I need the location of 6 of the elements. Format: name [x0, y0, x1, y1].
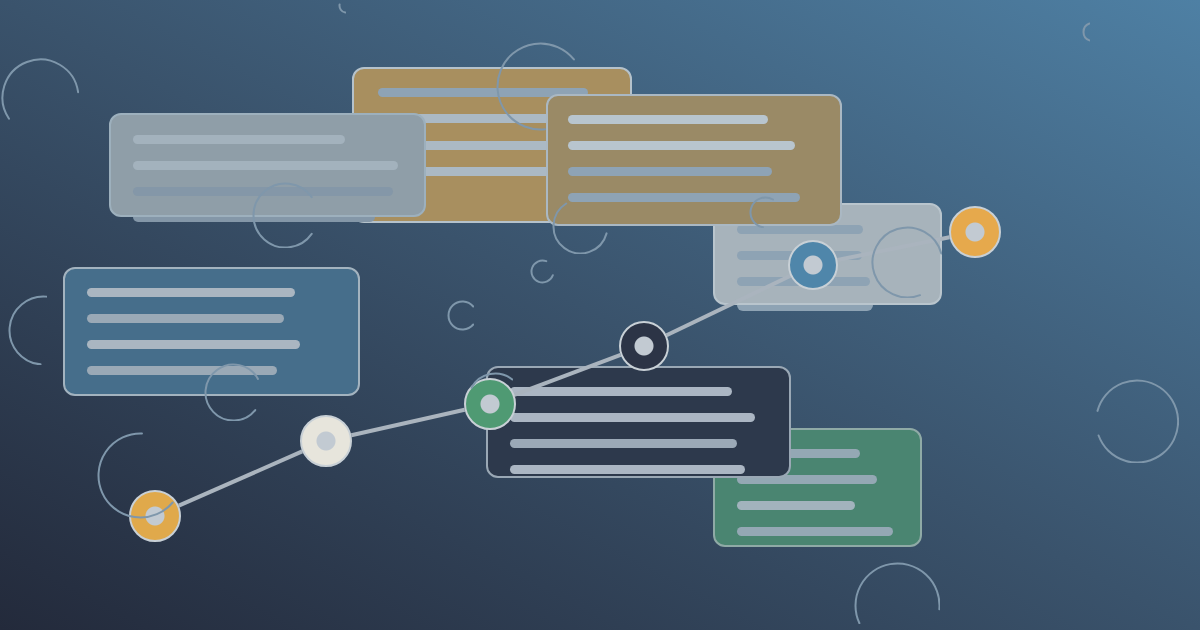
ring-marker: [129, 490, 181, 542]
ring-marker: [464, 378, 516, 430]
ring-marker: [300, 415, 352, 467]
ring-marker: [949, 206, 1001, 258]
ring-marker: [619, 321, 669, 371]
connector-line: [837, 235, 950, 262]
